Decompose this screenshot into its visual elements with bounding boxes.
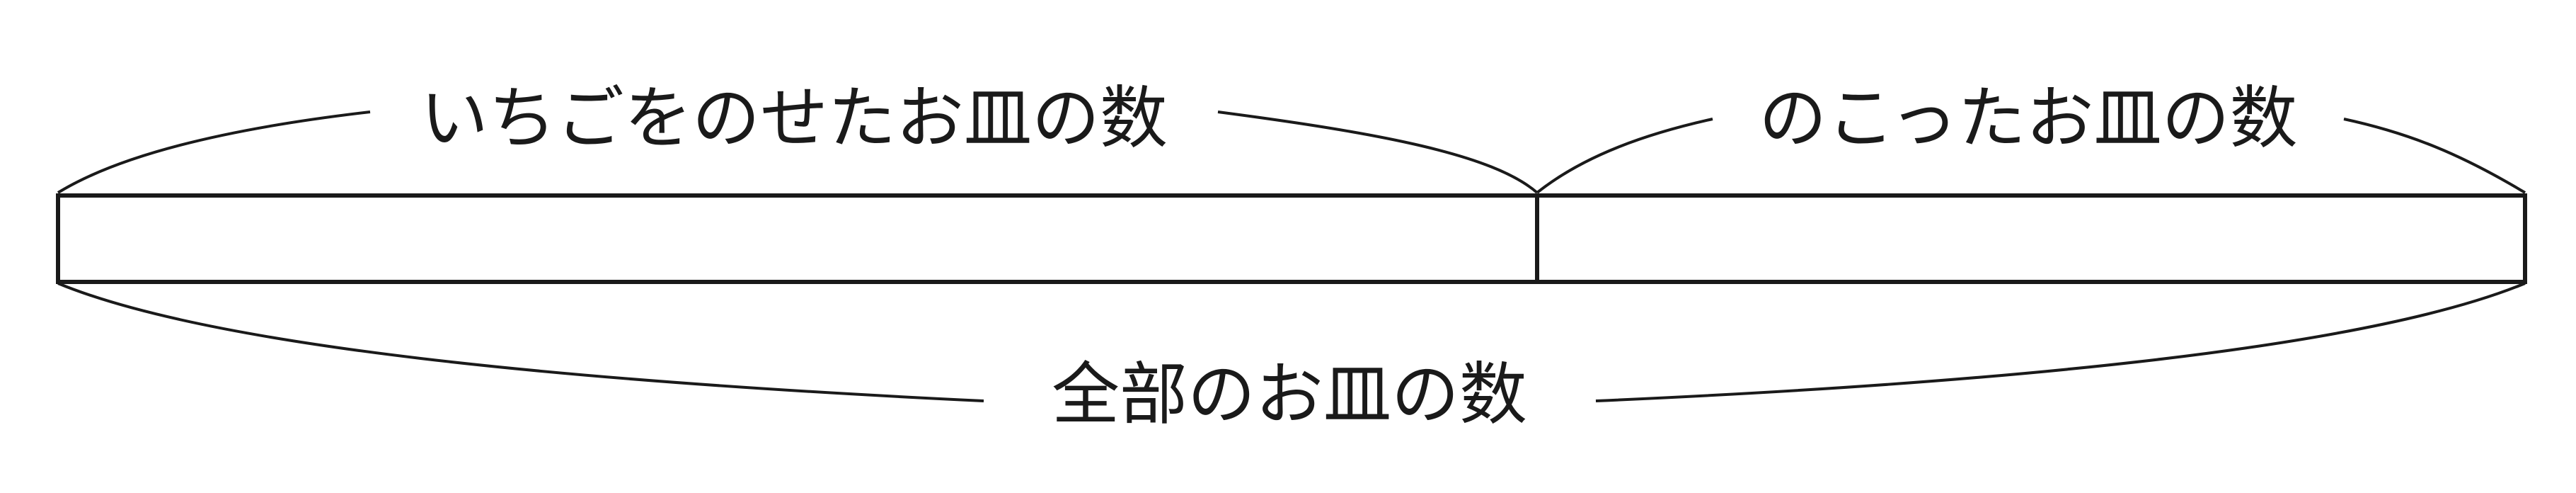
brace-segment-2-left [1536,118,1713,194]
brace-segment-1-right [1217,110,1539,194]
segment-1-label: いちごをのせたお皿の数 [420,79,1168,158]
total-label: 全部のお皿の数 [1052,355,1527,434]
brace-total-left [57,282,984,402]
tape-bar [56,193,2527,284]
brace-total-right [1595,282,2526,402]
brace-segment-2-right [2343,118,2526,194]
brace-segment-1-left [57,110,371,194]
segment-2-label: のこったお皿の数 [1759,79,2297,158]
